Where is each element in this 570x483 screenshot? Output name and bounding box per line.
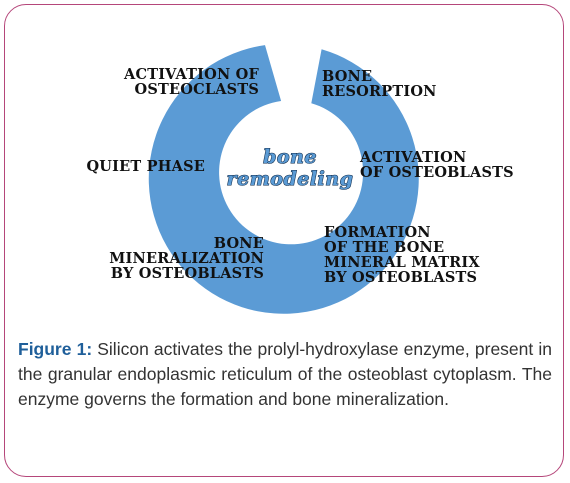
- stage-formation-matrix-line-1: FORMATION: [324, 224, 431, 241]
- stage-mineralization-line-1: BONE: [214, 235, 264, 252]
- bone-remodeling-cycle-diagram: bone remodeling BONE RESORPTION ACTIVATI…: [86, 45, 514, 314]
- stage-formation-matrix-line-3: MINERAL MATRIX: [324, 254, 480, 271]
- stage-mineralization-line-3: BY OSTEOBLASTS: [111, 265, 264, 282]
- figure-frame: [4, 4, 564, 477]
- stage-formation-matrix-line-4: BY OSTEOBLASTS: [324, 269, 477, 286]
- stage-quiet-phase: QUIET PHASE: [86, 158, 205, 175]
- remodeling-ring: [148, 45, 419, 314]
- stage-activation-osteoblasts-line-1: ACTIVATION: [359, 149, 466, 166]
- stage-bone-resorption-line-2: RESORPTION: [322, 83, 437, 100]
- caption-text: Silicon activates the prolyl-hydroxylase…: [18, 339, 552, 409]
- stage-formation-matrix-line-2: OF THE BONE: [324, 239, 444, 256]
- stage-activation-osteoclasts-line-2: OSTEOCLASTS: [135, 81, 260, 98]
- center-label-line-2: remodeling: [227, 168, 354, 190]
- stage-bone-resorption-line-1: BONE: [322, 68, 372, 85]
- figure-caption: Figure 1: Silicon activates the prolyl-h…: [18, 337, 552, 412]
- center-label-line-1: bone: [263, 146, 317, 168]
- caption-label: Figure 1:: [18, 339, 93, 359]
- stage-activation-osteoblasts-line-2: OF OSTEOBLASTS: [360, 164, 514, 181]
- stage-mineralization-line-2: MINERALIZATION: [109, 250, 264, 267]
- stage-activation-osteoclasts-line-1: ACTIVATION OF: [123, 66, 259, 83]
